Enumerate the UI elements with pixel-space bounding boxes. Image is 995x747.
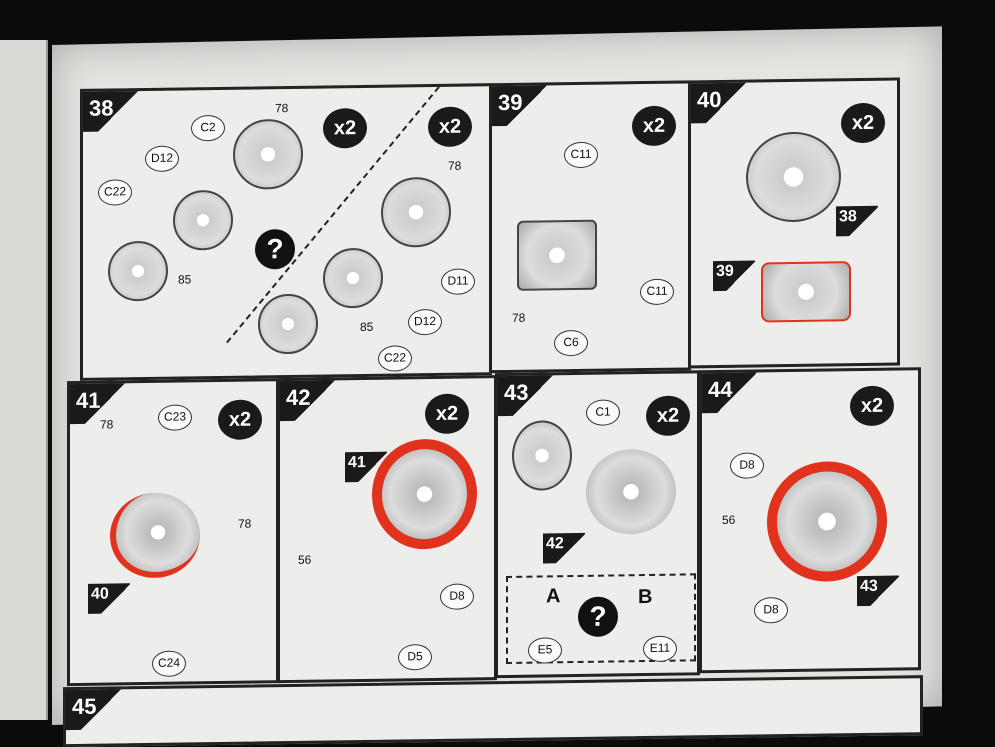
engine-part: [586, 448, 676, 535]
step-40-panel: 40 x2 38 39: [688, 77, 900, 369]
part-callout: D12: [408, 308, 442, 336]
engine-part: [110, 492, 200, 579]
step-45-panel: 45: [63, 675, 923, 747]
step-44-panel: 44 x2 D8 56 D8 43: [699, 367, 921, 674]
part-number: 78: [238, 516, 252, 531]
multiplier-badge: x2: [218, 399, 262, 441]
step-number: 38: [83, 91, 143, 132]
multiplier-badge: x2: [323, 107, 367, 149]
part-callout: C2: [191, 114, 225, 142]
part-callout: C11: [564, 141, 598, 169]
part-callout: D12: [145, 145, 179, 173]
option-label-b: B: [638, 585, 653, 609]
step-number: 44: [702, 372, 762, 414]
option-label-a: A: [546, 585, 561, 608]
step-reference: 43: [857, 575, 899, 607]
part-number: 78: [448, 158, 462, 173]
step-number: 43: [498, 375, 558, 417]
engine-part: [767, 460, 887, 583]
engine-part: [233, 118, 303, 190]
part-number: 85: [178, 272, 192, 287]
step-38-panel: 38 x2 x2 C2 D12 C22 D11 D12 C22 78 85 78…: [80, 83, 492, 381]
multiplier-badge: x2: [632, 105, 676, 147]
bracket-part: [761, 261, 851, 323]
part-number: 78: [100, 417, 114, 432]
question-icon: ?: [255, 228, 295, 270]
step-reference: 42: [543, 532, 585, 564]
engine-part: [258, 293, 318, 355]
multiplier-badge: x2: [428, 106, 472, 148]
part-callout: D8: [754, 597, 788, 624]
part-number: 78: [512, 310, 526, 325]
part-number: 56: [722, 512, 736, 527]
part-callout: D11: [441, 268, 475, 295]
step-number: 39: [492, 85, 552, 127]
part-callout: D8: [730, 452, 764, 479]
step-41-panel: 41 x2 C23 C24 78 78 40: [67, 378, 279, 687]
step-number: 45: [66, 689, 126, 731]
part-callout: C6: [554, 329, 588, 357]
step-39-panel: 39 x2 C11 C11 C6 78: [489, 80, 691, 374]
part-callout: C22: [98, 179, 132, 206]
step-number: 42: [280, 380, 340, 422]
part-callout: D8: [440, 583, 474, 610]
left-page-edge: [0, 40, 48, 720]
cowling-part: [512, 420, 572, 491]
part-callout: C24: [152, 650, 186, 677]
part-number: 56: [298, 552, 312, 567]
part-number: 78: [275, 101, 289, 116]
step-reference: 41: [345, 451, 387, 483]
step-reference: 40: [88, 583, 130, 614]
part-callout: C22: [378, 345, 412, 372]
multiplier-badge: x2: [646, 395, 690, 437]
part-callout: C23: [158, 404, 192, 431]
part-callout: C1: [586, 399, 620, 426]
step-number: 40: [691, 82, 751, 124]
engine-part: [372, 438, 477, 550]
engine-part: [108, 240, 168, 302]
instruction-grid: 38 x2 x2 C2 D12 C22 D11 D12 C22 78 85 78…: [63, 69, 935, 747]
engine-part: [323, 247, 383, 309]
step-42-panel: 42 x2 41 56 D8 D5: [277, 375, 497, 684]
multiplier-badge: x2: [425, 393, 469, 435]
part-callout: C11: [640, 278, 674, 306]
engine-part: [381, 176, 451, 248]
step-reference: 38: [836, 205, 878, 237]
step-reference: 39: [713, 260, 755, 292]
part-callout: D5: [398, 644, 432, 671]
step-43-panel: 43 x2 C1 42 A B ? E5 E11: [495, 370, 700, 679]
engine-part: [173, 189, 233, 251]
multiplier-badge: x2: [841, 102, 885, 144]
bracket-part: [517, 219, 597, 291]
engine-part: [746, 131, 841, 223]
multiplier-badge: x2: [850, 385, 894, 427]
part-number: 85: [360, 319, 374, 335]
